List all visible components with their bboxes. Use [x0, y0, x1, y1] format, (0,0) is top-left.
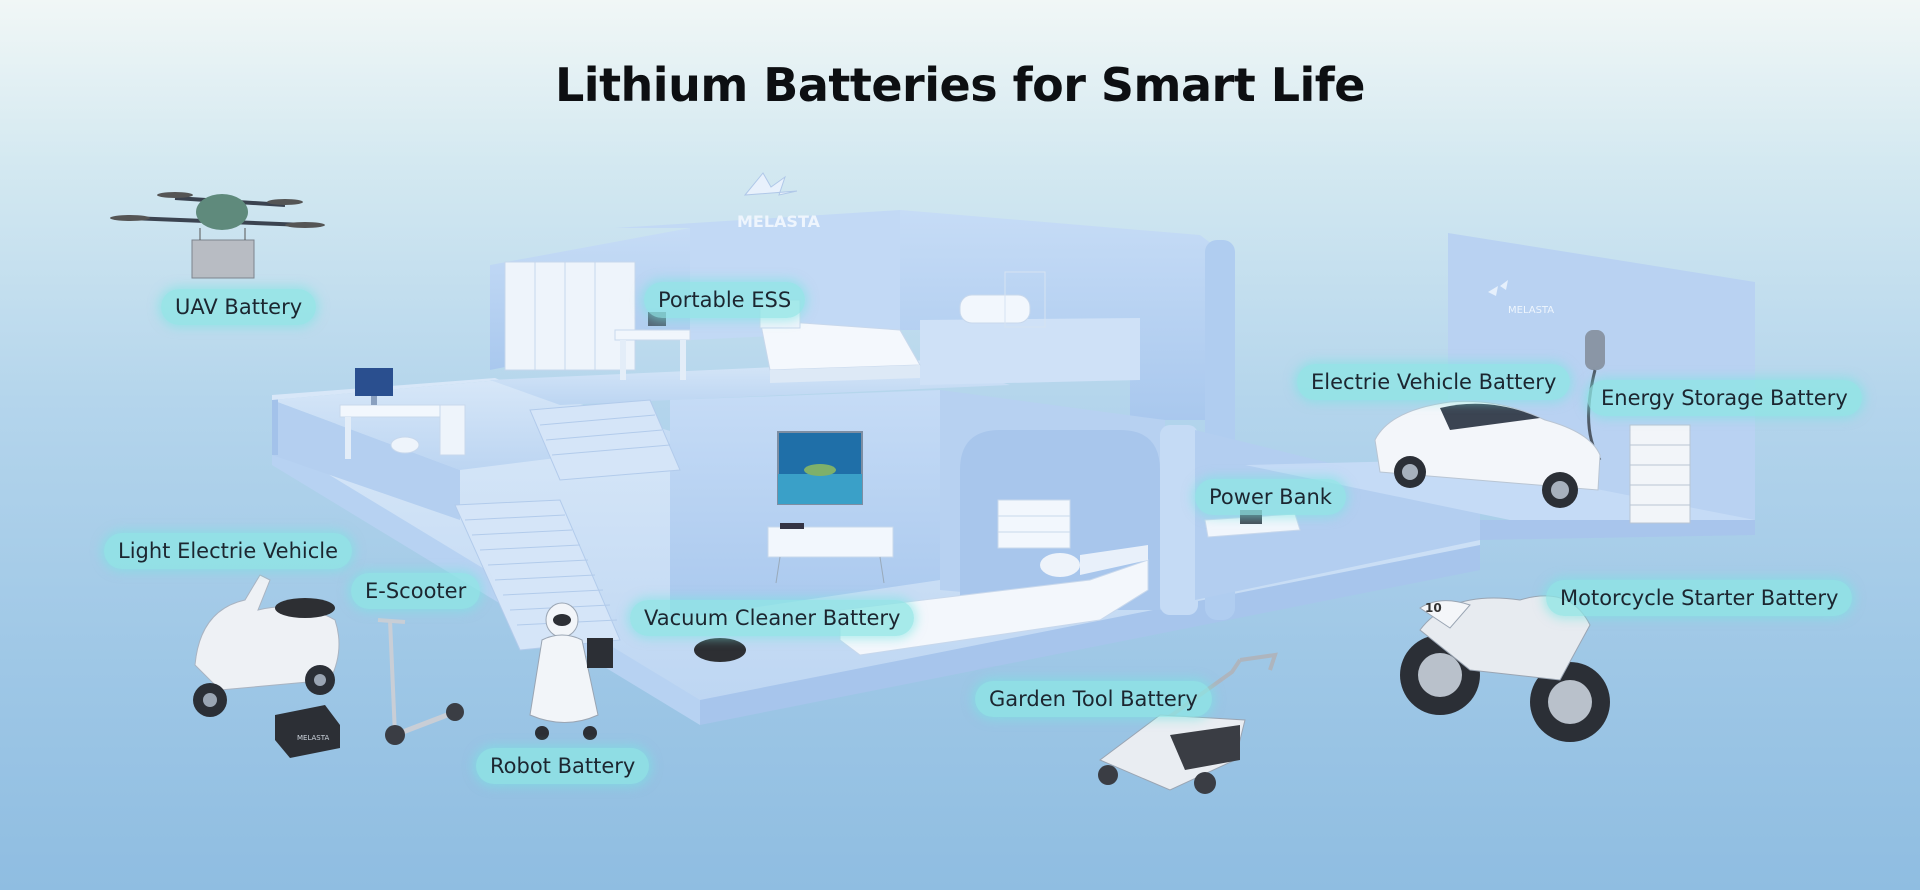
- label-power-bank[interactable]: Power Bank: [1195, 479, 1346, 515]
- drone: [110, 192, 325, 279]
- staircase: [454, 399, 681, 651]
- roof-brand-mark: MELASTA: [737, 212, 821, 231]
- battery-box: MELASTA: [275, 705, 340, 758]
- roof-logo: MELASTA: [737, 172, 821, 231]
- tv-stand: [767, 523, 894, 584]
- upper-floor: [490, 210, 1235, 620]
- motorcycle: 10: [1400, 595, 1610, 742]
- office-desk: [339, 368, 466, 459]
- wardrobe: [504, 261, 636, 371]
- garage-brand-mark: MELASTA: [1508, 305, 1554, 316]
- kick-scooter: [377, 618, 464, 745]
- label-energy-storage-battery[interactable]: Energy Storage Battery: [1587, 380, 1862, 416]
- label-vacuum-cleaner-battery[interactable]: Vacuum Cleaner Battery: [630, 600, 915, 636]
- label-portable-ess[interactable]: Portable ESS: [644, 282, 806, 318]
- label-motorcycle-starter-battery[interactable]: Motorcycle Starter Battery: [1546, 580, 1853, 616]
- lawn-mower: [1098, 652, 1278, 794]
- energy-storage-cabinet: [1629, 424, 1691, 524]
- dresser: [997, 499, 1071, 549]
- television: [777, 431, 863, 505]
- label-ev-battery[interactable]: Electrie Vehicle Battery: [1297, 364, 1571, 400]
- label-garden-tool-battery[interactable]: Garden Tool Battery: [975, 681, 1212, 717]
- service-robot: [529, 602, 613, 740]
- label-robot-battery[interactable]: Robot Battery: [476, 748, 650, 784]
- racing-number: 10: [1425, 601, 1442, 615]
- label-light-electric-vehicle[interactable]: Light Electrie Vehicle: [104, 533, 353, 569]
- battery-brand-mark: MELASTA: [297, 734, 329, 742]
- bathtub: [959, 271, 1046, 328]
- page-title: Lithium Batteries for Smart Life: [554, 58, 1366, 112]
- label-uav-battery[interactable]: UAV Battery: [161, 289, 317, 325]
- vespa-scooter: [193, 574, 340, 717]
- robot-vacuum: [694, 638, 746, 662]
- sofa: [839, 545, 1149, 656]
- electric-car: [1374, 400, 1601, 508]
- label-e-scooter[interactable]: E-Scooter: [351, 573, 481, 609]
